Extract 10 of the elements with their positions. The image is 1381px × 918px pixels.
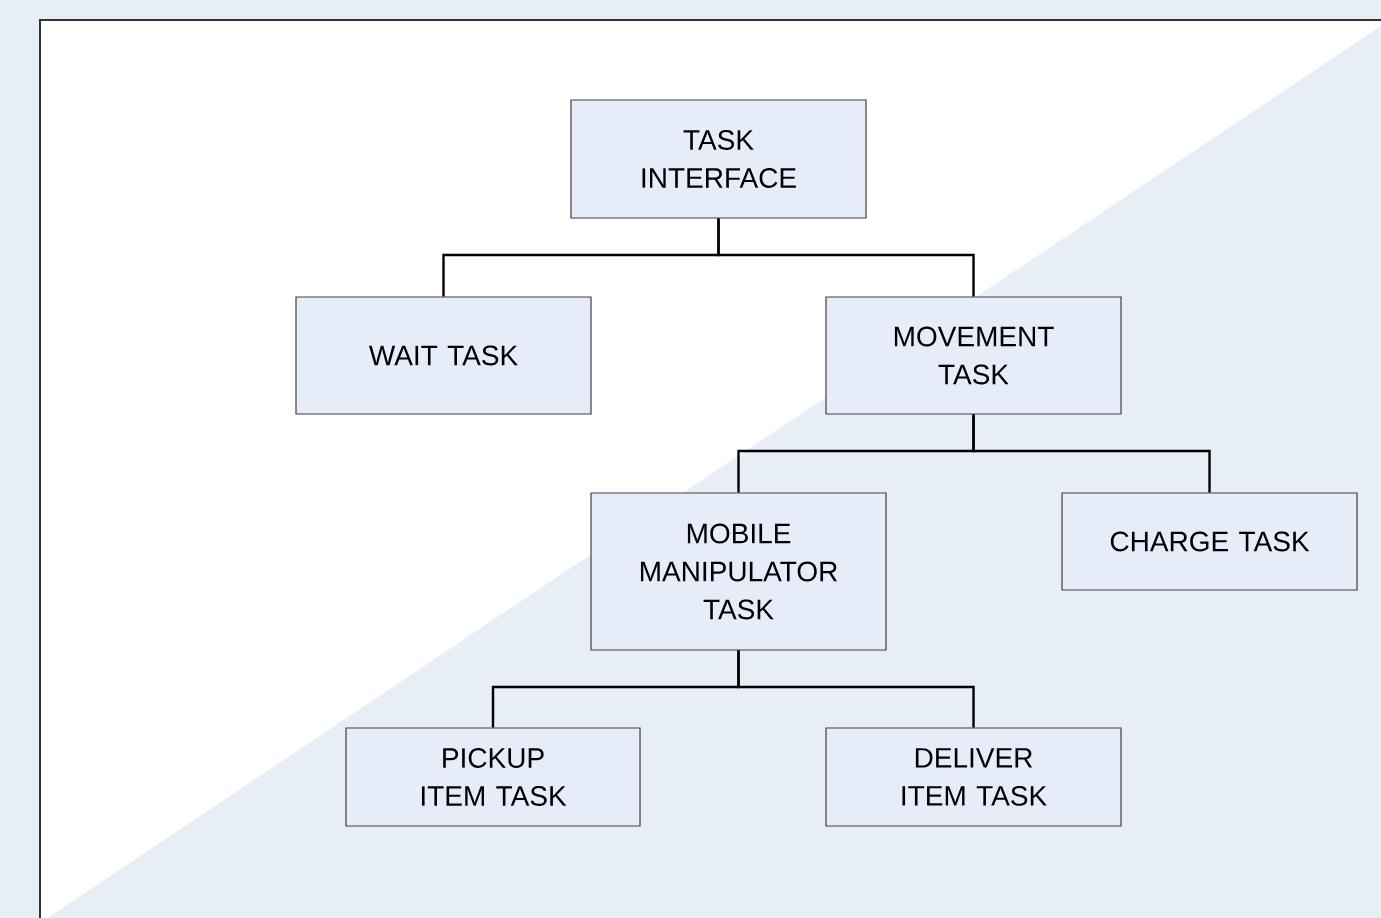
task-box: TASK INTERFACE [570, 99, 867, 219]
connector-line [717, 218, 975, 297]
task-box: DELIVER ITEM TASK [825, 727, 1122, 827]
task-box: MOBILE MANIPULATOR TASK [590, 492, 887, 651]
connector-line [972, 414, 1211, 493]
task-box: MOVEMENT TASK [825, 296, 1122, 415]
task-box: PICKUP ITEM TASK [345, 727, 641, 827]
task-box: CHARGE TASK [1061, 492, 1358, 591]
task-box: WAIT TASK [295, 296, 592, 415]
connector-line [737, 650, 975, 728]
